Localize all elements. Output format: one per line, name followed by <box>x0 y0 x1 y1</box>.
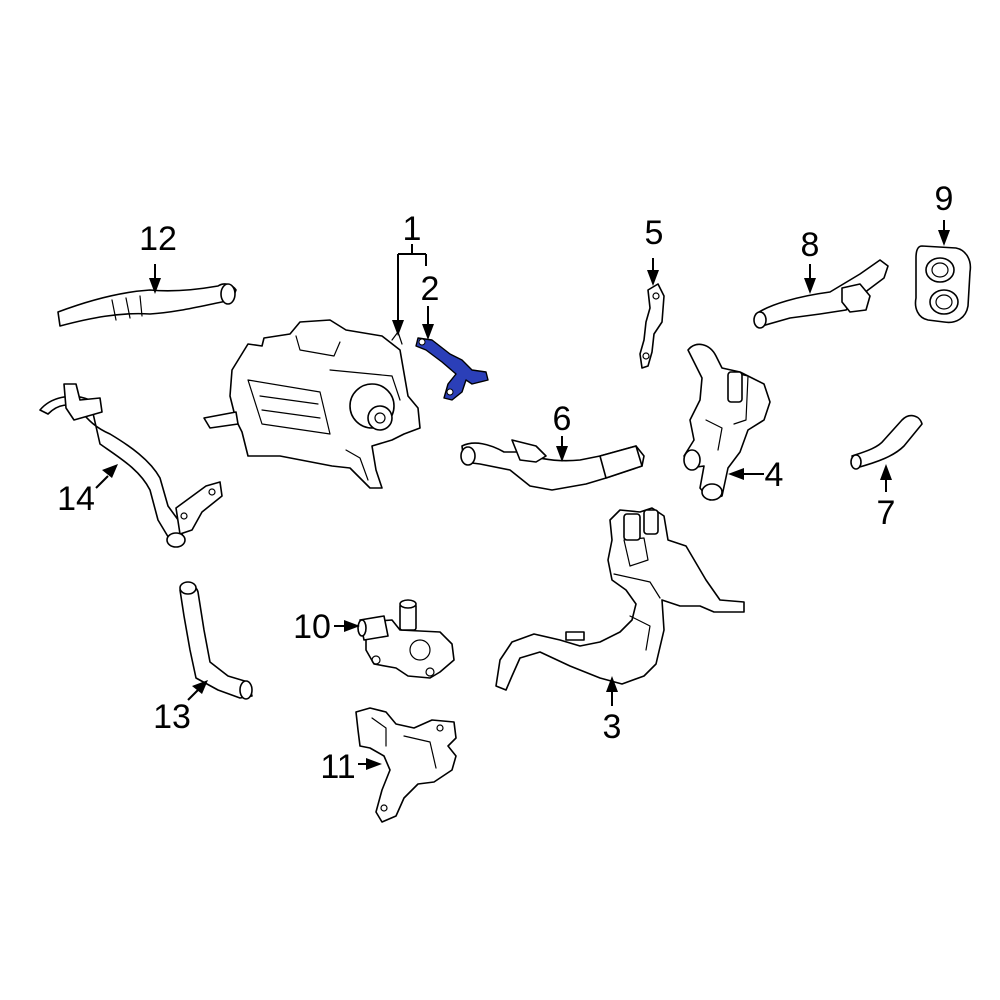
part-3-hose-assembly[interactable] <box>495 507 745 691</box>
part-1-heater-housing[interactable] <box>203 319 421 489</box>
callout-7: 7 <box>877 494 896 532</box>
part-7-hose[interactable] <box>850 414 923 470</box>
part-13-hose[interactable] <box>179 581 253 700</box>
callout-1: 1 <box>403 210 422 248</box>
part-8-hose[interactable] <box>753 259 889 329</box>
part-12-hose[interactable] <box>57 283 237 327</box>
part-6-hose[interactable] <box>460 439 645 491</box>
callout-8: 8 <box>801 226 820 264</box>
callout-14: 14 <box>57 480 95 518</box>
callout-labels: 1 2 3 4 5 6 7 8 9 10 11 12 13 14 <box>57 180 953 786</box>
callout-10: 10 <box>293 608 331 646</box>
leader-lines <box>95 220 950 770</box>
part-2-bracket[interactable] <box>415 337 489 401</box>
part-4-valve[interactable] <box>683 343 771 501</box>
part-9-grommet[interactable] <box>914 245 972 324</box>
callout-5: 5 <box>645 214 664 252</box>
part-14-pipe[interactable] <box>39 383 223 548</box>
part-11-bracket[interactable] <box>355 707 457 823</box>
callout-13: 13 <box>153 698 191 736</box>
callout-9: 9 <box>935 180 954 218</box>
callout-6: 6 <box>553 400 572 438</box>
part-5-bracket[interactable] <box>639 283 665 369</box>
callout-11: 11 <box>320 748 355 786</box>
callout-2: 2 <box>421 270 440 308</box>
callout-3: 3 <box>603 708 622 746</box>
callout-12: 12 <box>139 220 177 258</box>
callout-4: 4 <box>765 456 784 494</box>
part-10-pump[interactable] <box>357 599 455 679</box>
